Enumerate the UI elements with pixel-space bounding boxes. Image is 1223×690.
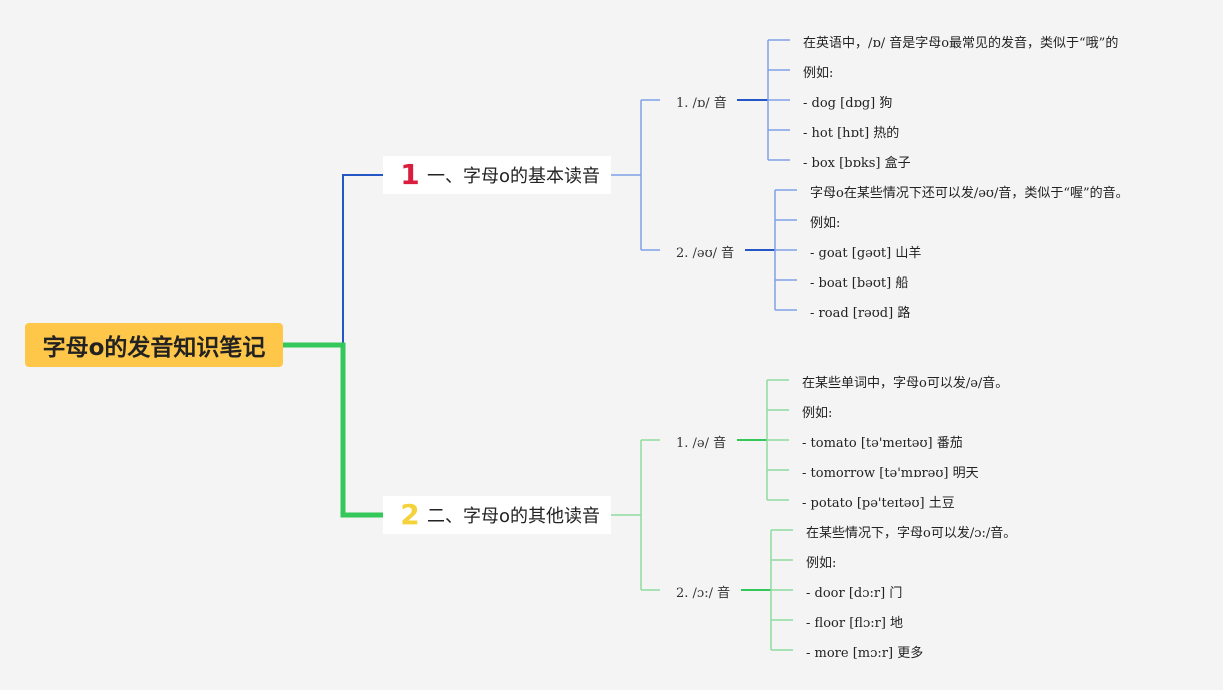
leaf-item[interactable]: 例如: [806, 556, 837, 571]
leaf-item[interactable]: - tomato [tə'meɪtəʊ] 番茄 [802, 436, 963, 451]
leaf-item[interactable]: 例如: [802, 406, 833, 421]
connector-branch1-subs [611, 99, 660, 251]
leaf-item[interactable]: 字母o在某些情况下还可以发/əʊ/音，类似于“喔”的音。 [810, 186, 1129, 201]
leaf-item[interactable]: 例如: [810, 216, 841, 231]
connector-root-branch2 [283, 342, 383, 518]
subtopic-ou[interactable]: 2. /əʊ/ 音 [676, 246, 735, 261]
connector-root-branch1 [283, 174, 383, 346]
leaf-item[interactable]: - boat [bəʊt] 船 [810, 276, 909, 291]
leaf-item[interactable]: 在某些情况下，字母o可以发/ɔ:/音。 [806, 526, 1017, 541]
leaf-item[interactable]: - hot [hɒt] 热的 [803, 126, 900, 141]
branch-title: 二、字母o的其他读音 [427, 506, 601, 527]
root-topic[interactable]: 字母o的发音知识笔记 [25, 323, 283, 367]
root-title: 字母o的发音知识笔记 [42, 335, 266, 361]
subtopic-o-short[interactable]: 1. /ɒ/ 音 [676, 96, 727, 111]
leaf-item[interactable]: - potato [pə'teɪtəʊ] 土豆 [802, 496, 955, 511]
leaf-item[interactable]: 在某些单词中，字母o可以发/ə/音。 [802, 376, 1009, 391]
number-2-icon: 2 [400, 498, 420, 531]
connector-branch2-subs [611, 439, 660, 591]
leaf-item[interactable]: - tomorrow [tə'mɒrəʊ] 明天 [802, 466, 979, 481]
leaf-item[interactable]: 例如: [803, 66, 834, 81]
leaf-item[interactable]: - floor [flɔ:r] 地 [806, 616, 904, 631]
branch-other-pronunciation[interactable]: 2 二、字母o的其他读音 [383, 496, 611, 534]
number-1-icon: 1 [400, 158, 420, 191]
leaf-item[interactable]: - more [mɔ:r] 更多 [806, 646, 924, 661]
subtopic-o-long[interactable]: 2. /ɔ:/ 音 [676, 586, 731, 601]
leaf-item[interactable]: - door [dɔ:r] 门 [806, 586, 903, 601]
subtopic-schwa[interactable]: 1. /ə/ 音 [676, 436, 727, 451]
leaf-item[interactable]: - dog [dɒg] 狗 [803, 96, 893, 111]
branch-basic-pronunciation[interactable]: 1 一、字母o的基本读音 [383, 156, 611, 194]
branch-title: 一、字母o的基本读音 [427, 166, 601, 187]
leaf-item[interactable]: - goat [gəʊt] 山羊 [810, 246, 922, 261]
leaf-item[interactable]: - box [bɒks] 盒子 [803, 156, 911, 171]
leaf-item[interactable]: - road [rəʊd] 路 [810, 306, 911, 321]
leaf-item[interactable]: 在英语中，/ɒ/ 音是字母o最常见的发音，类似于“哦”的 [803, 36, 1119, 51]
